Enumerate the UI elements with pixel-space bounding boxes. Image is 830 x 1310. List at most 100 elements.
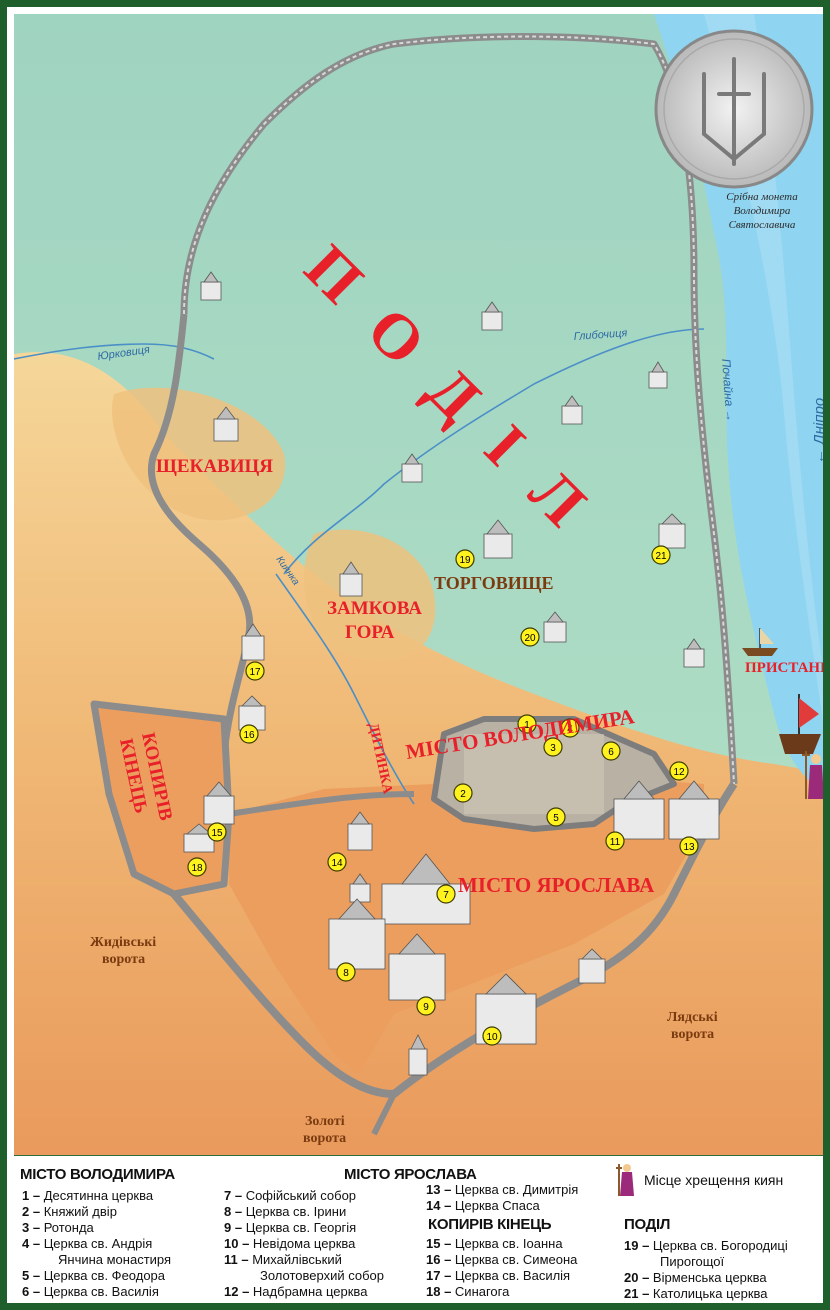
svg-text:15: 15 (211, 828, 223, 839)
legend-item-number: 18 – (426, 1284, 455, 1299)
legend-item: 18 – Синагога (426, 1284, 577, 1300)
legend-item-number: 5 – (22, 1268, 44, 1283)
legend-item-text: Невідома церква (252, 1236, 356, 1251)
legend-item: Золотоверхий собор (224, 1268, 384, 1284)
kianka-river (275, 573, 415, 805)
legend-item-number: 2 – (22, 1204, 44, 1219)
legend-item-text: Церква Спаса (454, 1198, 540, 1213)
marker-9: 9 (416, 996, 436, 1016)
legend-item: 11 – Михайлівський (224, 1252, 384, 1268)
svg-text:1: 1 (524, 720, 530, 731)
legend-item-text: Княжий двір (43, 1204, 117, 1219)
svg-text:13: 13 (683, 842, 695, 853)
legend-item-number: 12 – (224, 1284, 253, 1299)
svg-text:11: 11 (610, 837, 621, 848)
marker-10: 10 (482, 1026, 502, 1046)
liadski-gate-label-2: ворота (671, 1027, 714, 1042)
marker-12: 12 (669, 761, 689, 781)
baptism-legend-icon (616, 1162, 638, 1198)
legend-item: 20 – Вірменська церква (624, 1270, 788, 1286)
zamkova-label-1: ЗАМКОВА (327, 598, 422, 619)
legend-item: 3 – Ротонда (22, 1220, 171, 1236)
coin-caption-3: Святославича (729, 219, 796, 231)
legend-item-number: 19 – (624, 1238, 653, 1253)
marker-8: 8 (336, 962, 356, 982)
svg-text:21: 21 (655, 551, 667, 562)
legend-item: 5 – Церква св. Феодора (22, 1268, 171, 1284)
torhovyshche-label: ТОРГОВИЩЕ (434, 573, 554, 593)
legend-item-text: Софійський собор (245, 1188, 357, 1203)
legend-item-number: 9 – (224, 1220, 246, 1235)
misto-yaroslava-label: МІСТО ЯРОСЛАВА (458, 873, 655, 897)
legend-item: 13 – Церква св. Димитрія (426, 1182, 578, 1198)
marker-17: 17 (245, 661, 265, 681)
legend-item: 21 – Католицька церква (624, 1286, 788, 1302)
svg-text:17: 17 (249, 667, 261, 678)
legend-item: Янчина монастиря (22, 1252, 171, 1268)
legend-item-text: Золотоверхий собор (260, 1268, 385, 1283)
svg-text:5: 5 (553, 813, 559, 824)
pochaina-label: Почайна → (719, 358, 737, 422)
svg-text:6: 6 (608, 747, 614, 758)
legend-item-text: Церква св. Димитрія (454, 1182, 579, 1197)
shchekavytsia-label: ЩЕКАВИЦЯ (156, 456, 273, 477)
svg-text:3: 3 (550, 743, 556, 754)
legend-item-number: 14 – (426, 1198, 455, 1213)
legend-item-text: Церква св. Ірини (245, 1204, 347, 1219)
legend-item-number: 20 – (624, 1270, 653, 1285)
boat-icon (742, 628, 778, 656)
marker-21: 21 (651, 545, 671, 565)
legend-item: 16 – Церква св. Симеона (426, 1252, 577, 1268)
coin-caption-1: Срібна монета (726, 191, 798, 203)
marker-3: 3 (543, 737, 563, 757)
hlybochytsia-label: Глибочиця (573, 327, 627, 343)
marker-20: 20 (520, 627, 540, 647)
legend-item-text: Католицька церква (652, 1286, 768, 1301)
legend-item-number: 13 – (426, 1182, 455, 1197)
legend-item-text: Десятинна церква (43, 1188, 154, 1203)
legend-item-text: Церква св. Симеона (454, 1252, 578, 1267)
legend-item-text: Церква св. Богородиці (652, 1238, 788, 1253)
legend-item-text: Церква св. Феодора (43, 1268, 166, 1283)
svg-text:18: 18 (191, 863, 203, 874)
zamkova-label-2: ГОРА (345, 622, 395, 643)
yurkovytsia-river (14, 343, 215, 360)
legend-item: 19 – Церква св. Богородиці (624, 1238, 788, 1254)
legend-item: 2 – Княжий двір (22, 1204, 171, 1220)
legend-item: 7 – Софійський собор (224, 1188, 384, 1204)
marker-4: 4 (560, 718, 580, 738)
legend-item: 8 – Церква св. Ірини (224, 1204, 384, 1220)
legend-item-number: 11 – (224, 1252, 253, 1267)
hlybochytsia-river (283, 328, 705, 575)
dnipro-label: ← Дніпро (811, 398, 828, 464)
legend-yaroslav-title: МІСТО ЯРОСЛАВА (344, 1166, 477, 1183)
legend-item: 17 – Церква св. Василія (426, 1268, 577, 1284)
zoloti-gate-label-2: ворота (303, 1131, 346, 1146)
coin-image (654, 29, 814, 189)
zhydivski-gate-label-2: ворота (102, 952, 145, 967)
west-wall (147, 313, 254, 755)
legend-item-number: 15 – (426, 1236, 455, 1251)
svg-text:8: 8 (343, 968, 349, 979)
marker-15: 15 (207, 822, 227, 842)
legend-item: 1 – Десятинна церква (22, 1188, 171, 1204)
marker-19: 19 (455, 549, 475, 569)
zhydivski-gate-label-1: Жидівські (90, 935, 156, 950)
legend-item-text: Янчина монастиря (58, 1252, 172, 1267)
marker-14: 14 (327, 852, 347, 872)
svg-text:4: 4 (567, 724, 573, 735)
marker-2: 2 (453, 783, 473, 803)
legend-item-number: 17 – (426, 1268, 455, 1283)
svg-text:16: 16 (243, 730, 255, 741)
svg-text:12: 12 (673, 767, 685, 778)
legend-item: 10 – Невідома церква (224, 1236, 384, 1252)
marker-13: 13 (679, 836, 699, 856)
marker-5: 5 (546, 807, 566, 827)
marker-18: 18 (187, 857, 207, 877)
svg-text:7: 7 (443, 890, 449, 901)
legend-item-number: 8 – (224, 1204, 246, 1219)
legend-item-text: Вірменська церква (652, 1270, 767, 1285)
